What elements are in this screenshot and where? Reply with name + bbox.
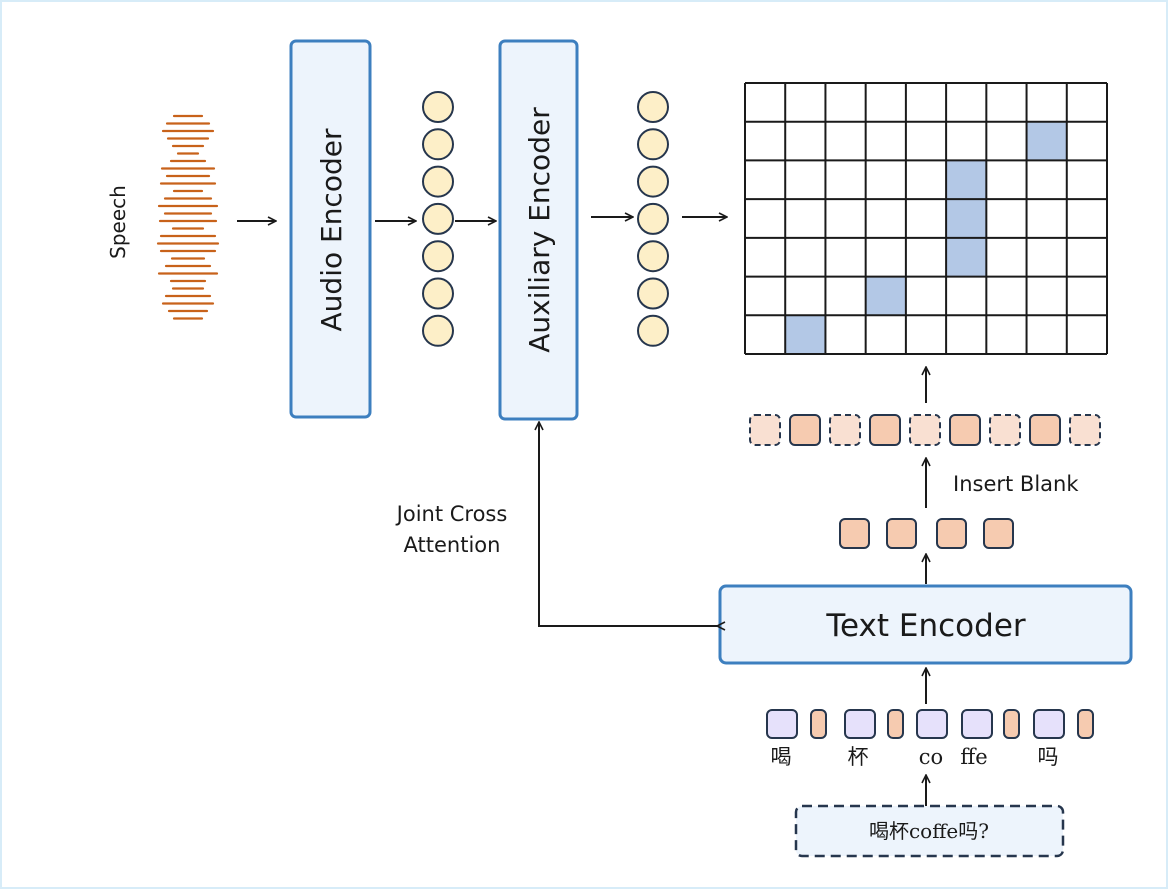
auxiliary-encoder-box: [498, 39, 579, 421]
alignment-cell-highlight: [1026, 121, 1067, 161]
input-token: [961, 709, 993, 739]
blank-token: [1069, 414, 1101, 446]
token-label-2: co: [919, 745, 943, 769]
text-encoder-label: Text Encoder: [825, 608, 1026, 644]
input-token: [766, 709, 798, 739]
feature-node: [422, 240, 454, 273]
auxiliary-feature-nodes: [637, 91, 669, 347]
blank-token: [829, 414, 861, 446]
feature-node: [637, 128, 669, 161]
token-label-3: ffe: [960, 745, 987, 769]
input-token: [916, 709, 948, 739]
text-token: [839, 518, 870, 549]
text-token: [936, 518, 967, 549]
text-token: [886, 518, 917, 549]
auxiliary-encoder-label: Auxiliary Encoder: [523, 107, 556, 353]
text-token: [1029, 414, 1061, 446]
feature-node: [422, 202, 454, 235]
feature-node: [637, 202, 669, 235]
token-label-4: 吗: [1038, 745, 1059, 769]
feature-node: [637, 165, 669, 198]
text-token-row: [839, 518, 1014, 549]
input-token-row: [766, 709, 1094, 739]
text-token: [789, 414, 821, 446]
joint-cross-attention-connector: [539, 422, 717, 626]
input-token: [1033, 709, 1065, 739]
alignment-cell-highlight: [785, 315, 826, 354]
audio-encoder-box: [289, 39, 372, 419]
input-token-separator: [887, 709, 904, 739]
audio-feature-nodes: [422, 91, 454, 347]
feature-node: [637, 314, 669, 347]
input-token-separator: [1003, 709, 1020, 739]
blank-token: [989, 414, 1021, 446]
feature-node: [422, 128, 454, 161]
input-text-box: [794, 804, 1065, 858]
feature-node: [422, 91, 454, 123]
joint-cross-label-line2: Attention: [404, 533, 501, 557]
joint-cross-label-line1: Joint Cross: [395, 502, 508, 526]
alignment-cell-highlight: [865, 276, 906, 316]
speech-waveform-icon: [156, 114, 220, 320]
alignment-cell-highlight: [946, 160, 987, 200]
alignment-cell-highlight: [946, 237, 987, 277]
blank-inserted-token-row: [749, 414, 1101, 446]
feature-node: [422, 277, 454, 310]
input-token: [844, 709, 876, 739]
input-token-separator: [1077, 709, 1094, 739]
feature-node: [637, 277, 669, 310]
speech-label: Speech: [106, 185, 130, 259]
insert-blank-label: Insert Blank: [953, 472, 1079, 496]
input-text: 喝杯coffe吗?: [869, 819, 989, 843]
input-token-separator: [810, 709, 827, 739]
feature-node: [637, 91, 669, 123]
alignment-cell-highlight: [946, 199, 987, 238]
feature-node: [422, 165, 454, 198]
alignment-grid: [744, 82, 1108, 355]
token-label-1: 杯: [848, 745, 869, 769]
text-token: [983, 518, 1014, 549]
blank-token: [749, 414, 781, 446]
text-token: [869, 414, 901, 446]
text-token: [949, 414, 981, 446]
token-label-0: 喝: [771, 745, 792, 769]
audio-encoder-label: Audio Encoder: [315, 128, 348, 331]
blank-token: [909, 414, 941, 446]
feature-node: [422, 314, 454, 347]
feature-node: [637, 240, 669, 273]
